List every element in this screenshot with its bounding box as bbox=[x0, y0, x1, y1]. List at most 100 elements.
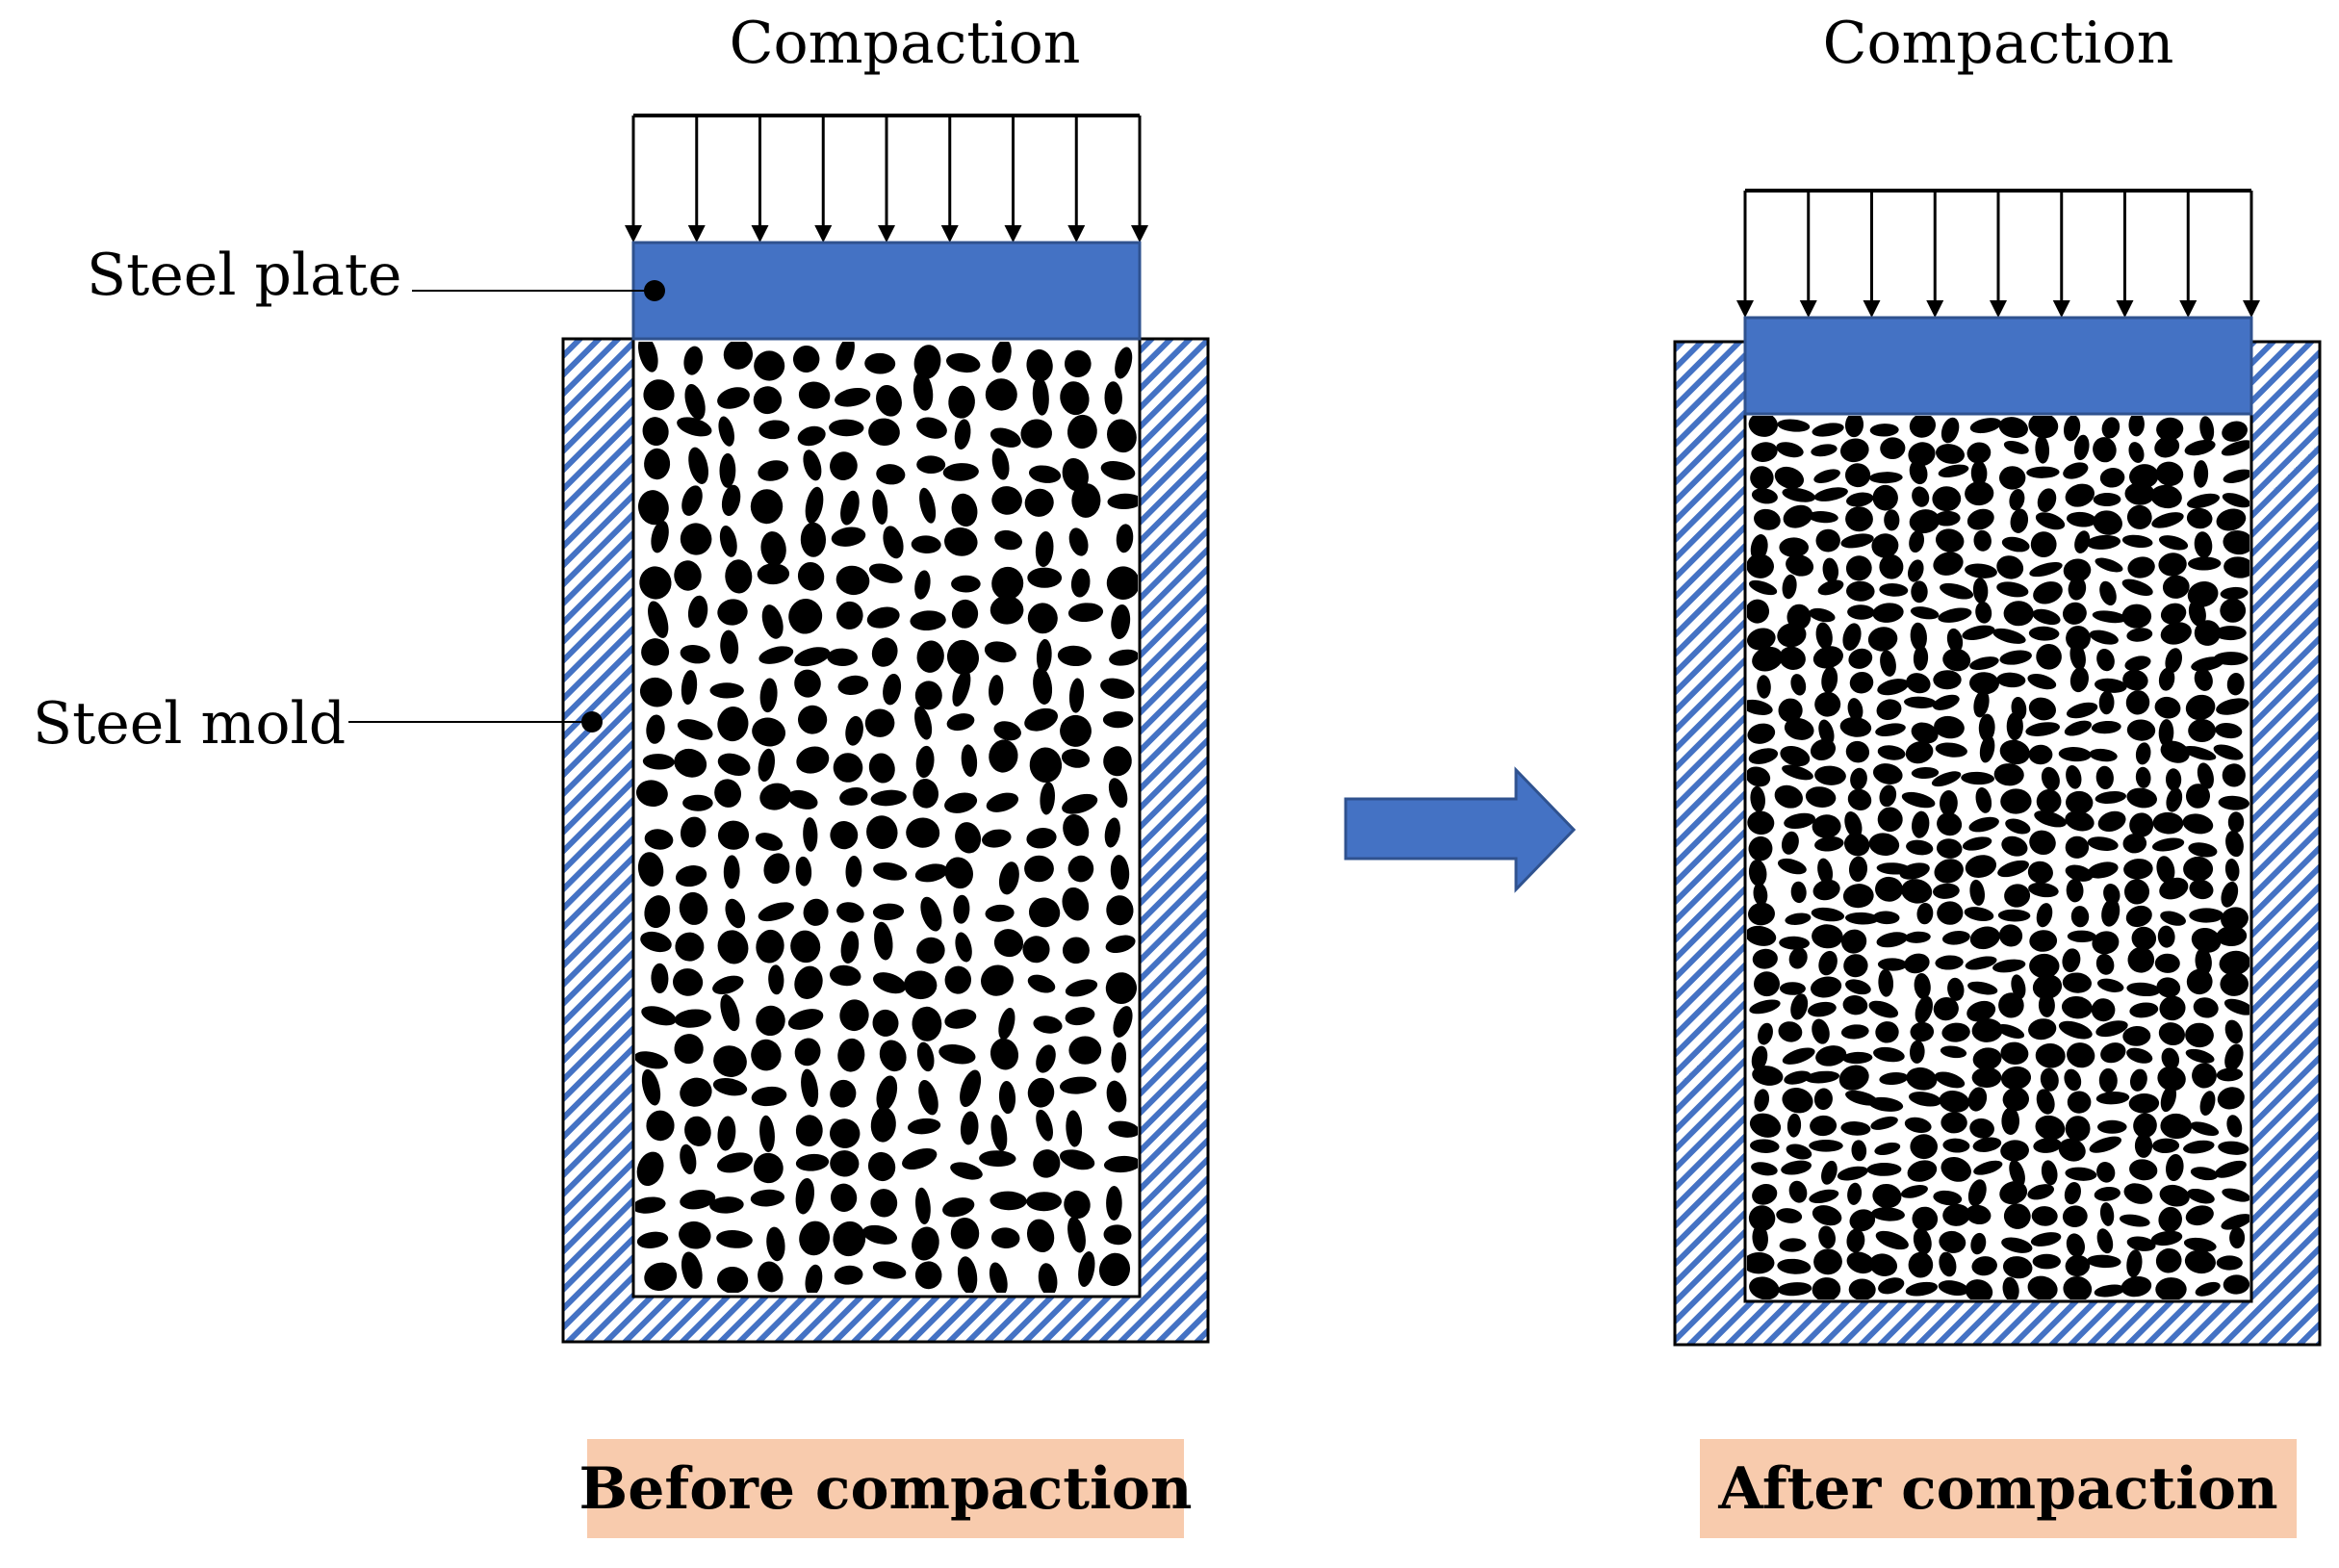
aggregate-particle-before bbox=[766, 1226, 785, 1262]
aggregate-particle-after bbox=[1999, 466, 2026, 490]
aggregate-particle-before bbox=[790, 930, 821, 964]
aggregate-particle-before bbox=[795, 1177, 815, 1215]
aggregate-particle-before bbox=[641, 1068, 661, 1106]
aggregate-particle-before bbox=[803, 450, 822, 481]
aggregate-particle-before bbox=[1067, 855, 1094, 883]
aggregate-particle-after bbox=[2031, 1206, 2058, 1226]
aggregate-particle-before bbox=[990, 1191, 1027, 1211]
aggregate-particle-before bbox=[829, 964, 861, 987]
aggregate-particle-after bbox=[1935, 955, 1964, 970]
aggregate-particle-after bbox=[2095, 765, 2114, 790]
aggregate-particle-after bbox=[2032, 974, 2063, 1000]
aggregate-particle-after bbox=[2103, 884, 2121, 905]
aggregate-particle-after bbox=[2220, 586, 2249, 601]
aggregate-particle-after bbox=[1868, 1000, 1899, 1018]
aggregate-particle-after bbox=[1844, 416, 1864, 438]
aggregate-particle-after bbox=[1777, 1258, 1812, 1274]
aggregate-particle-after bbox=[1747, 1251, 1775, 1274]
aggregate-particle-after bbox=[2199, 1091, 2216, 1116]
aggregate-particle-after bbox=[1813, 1088, 1833, 1111]
aggregate-particle-after bbox=[1805, 786, 1837, 809]
aggregate-particle-after bbox=[2126, 1047, 2153, 1064]
aggregate-particle-after bbox=[2222, 763, 2246, 787]
aggregate-particle-after bbox=[2006, 711, 2023, 741]
aggregate-particle-before bbox=[989, 739, 1018, 773]
aggregate-particle-after bbox=[2063, 416, 2081, 442]
aggregate-particle-after bbox=[2097, 1119, 2127, 1134]
aggregate-particle-before bbox=[835, 601, 863, 630]
aggregate-particle-after bbox=[1847, 788, 1872, 810]
aggregate-particle-after bbox=[2096, 1228, 2114, 1254]
aggregate-particle-after bbox=[1904, 1117, 1932, 1134]
aggregate-particle-after bbox=[2226, 673, 2245, 696]
aggregate-particle-before bbox=[805, 1264, 823, 1293]
aggregate-particle-after bbox=[1914, 972, 1931, 1000]
load-arrow-after-arrowhead-icon bbox=[1863, 300, 1881, 318]
aggregate-particle-after bbox=[2087, 1254, 2121, 1269]
aggregate-particle-after bbox=[2065, 483, 2095, 507]
aggregate-particle-before bbox=[870, 789, 907, 807]
aggregate-particle-after bbox=[1757, 675, 1771, 699]
aggregate-particle-before bbox=[911, 535, 941, 554]
aggregate-particle-before bbox=[946, 713, 975, 732]
aggregate-particle-before bbox=[644, 448, 671, 480]
aggregate-particle-before bbox=[719, 452, 736, 488]
aggregate-particle-after bbox=[1934, 715, 1965, 739]
aggregate-particle-after bbox=[1910, 1021, 1935, 1042]
aggregate-particle-before bbox=[914, 681, 942, 710]
aggregate-particle-before bbox=[836, 902, 864, 923]
aggregate-particle-after bbox=[1817, 858, 1834, 885]
aggregate-particle-after bbox=[2095, 557, 2123, 573]
transition-arrow-icon bbox=[1344, 766, 1577, 893]
aggregate-particle-before bbox=[648, 601, 669, 638]
steel-mold-leader-dot bbox=[581, 711, 603, 733]
aggregate-particle-after bbox=[2216, 1067, 2244, 1082]
aggregate-particle-after bbox=[1785, 913, 1812, 925]
aggregate-particle-after bbox=[1837, 1166, 1868, 1181]
aggregate-particle-after bbox=[2154, 953, 2180, 973]
aggregate-particle-after bbox=[1997, 860, 2030, 878]
aggregate-particle-before bbox=[982, 829, 1012, 848]
aggregate-particle-after bbox=[1840, 929, 1867, 954]
aggregate-particle-before bbox=[800, 522, 827, 557]
aggregate-particle-after bbox=[2160, 1085, 2177, 1113]
aggregate-particle-after bbox=[1884, 509, 1900, 531]
aggregate-particle-before bbox=[787, 789, 818, 810]
aggregate-particle-after bbox=[2033, 1138, 2062, 1153]
aggregate-particle-after bbox=[2066, 879, 2084, 903]
aggregate-particle-before bbox=[960, 1069, 982, 1108]
aggregate-particle-after bbox=[2193, 997, 2219, 1018]
aggregate-particle-after bbox=[1932, 486, 1962, 512]
aggregate-particle-before bbox=[759, 1115, 775, 1153]
aggregate-particle-before bbox=[845, 715, 863, 746]
aggregate-particle-before bbox=[674, 560, 702, 591]
aggregate-particle-after bbox=[2001, 835, 2028, 857]
aggregate-particle-after bbox=[2065, 864, 2094, 882]
aggregate-particle-before bbox=[916, 455, 946, 475]
aggregate-particle-before bbox=[796, 746, 830, 774]
aggregate-particle-before bbox=[717, 753, 751, 776]
aggregate-particle-before bbox=[717, 930, 749, 964]
aggregate-particle-after bbox=[1808, 1001, 1837, 1017]
aggregate-particle-after bbox=[1814, 836, 1844, 852]
aggregate-particle-after bbox=[1906, 673, 1931, 694]
aggregate-particle-after bbox=[2216, 1255, 2243, 1271]
aggregate-particle-after bbox=[1748, 416, 1778, 437]
aggregate-particle-after bbox=[1869, 424, 1899, 437]
aggregate-particle-after bbox=[1913, 1228, 1932, 1255]
load-arrow-before-arrowhead-icon bbox=[1004, 225, 1022, 243]
aggregate-particle-before bbox=[751, 1039, 782, 1071]
aggregate-particle-before bbox=[872, 489, 888, 525]
aggregate-particle-after bbox=[2194, 620, 2221, 646]
aggregate-particle-before bbox=[1026, 348, 1053, 382]
aggregate-particle-before bbox=[833, 753, 863, 783]
aggregate-particle-after bbox=[1901, 791, 1936, 809]
aggregate-particle-after bbox=[1840, 1024, 1869, 1040]
aggregate-particle-before bbox=[953, 894, 970, 924]
aggregate-particle-after bbox=[2066, 511, 2097, 527]
aggregate-particle-after bbox=[1942, 1138, 1970, 1153]
aggregate-particle-before bbox=[750, 489, 784, 525]
aggregate-particle-after bbox=[2223, 998, 2249, 1015]
aggregate-particle-before bbox=[837, 1038, 865, 1072]
aggregate-particle-after bbox=[2134, 1133, 2153, 1158]
